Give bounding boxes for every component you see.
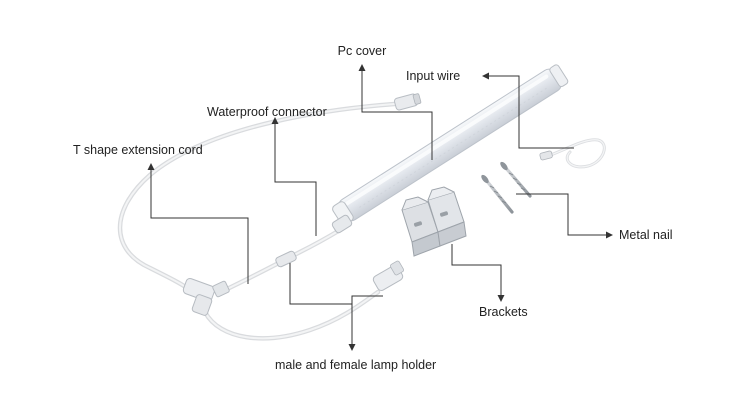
- leader-lamp-holder-right: [351, 295, 383, 345]
- inline-connector: [275, 250, 297, 268]
- leader-brackets: [451, 244, 502, 296]
- label-pc-cover: Pc cover: [338, 44, 387, 58]
- bracket-2: [427, 186, 467, 247]
- metal-nails: [481, 161, 532, 214]
- leader-metal-nail: [516, 193, 607, 236]
- leader-waterproof-connector: [274, 122, 317, 236]
- label-waterproof-connector: Waterproof connector: [207, 105, 327, 119]
- leader-pc-cover: [361, 70, 433, 160]
- leader-input-wire: [488, 75, 574, 149]
- bracket-1: [401, 196, 441, 257]
- label-metal-nail: Metal nail: [619, 228, 673, 242]
- input-wire: [539, 138, 606, 169]
- leader-t-shape-extension-cord: [150, 168, 249, 284]
- leader-lines: [147, 64, 613, 351]
- extension-cord: [117, 100, 411, 341]
- leader-lamp-holder-left: [289, 263, 352, 305]
- led-tube: [331, 64, 569, 234]
- waterproof-connector-plug: [393, 93, 422, 111]
- label-lamp-holder: male and female lamp holder: [275, 358, 436, 372]
- labels: Pc cover Input wire Waterproof connector…: [73, 44, 673, 372]
- t-junction: [182, 277, 230, 316]
- lamp-holder-connector: [372, 260, 404, 291]
- brackets: [401, 186, 467, 257]
- metal-nail-1: [481, 174, 514, 214]
- label-input-wire: Input wire: [406, 69, 460, 83]
- label-brackets: Brackets: [479, 305, 528, 319]
- metal-nail-2: [500, 161, 532, 198]
- label-t-shape-extension-cord: T shape extension cord: [73, 143, 203, 157]
